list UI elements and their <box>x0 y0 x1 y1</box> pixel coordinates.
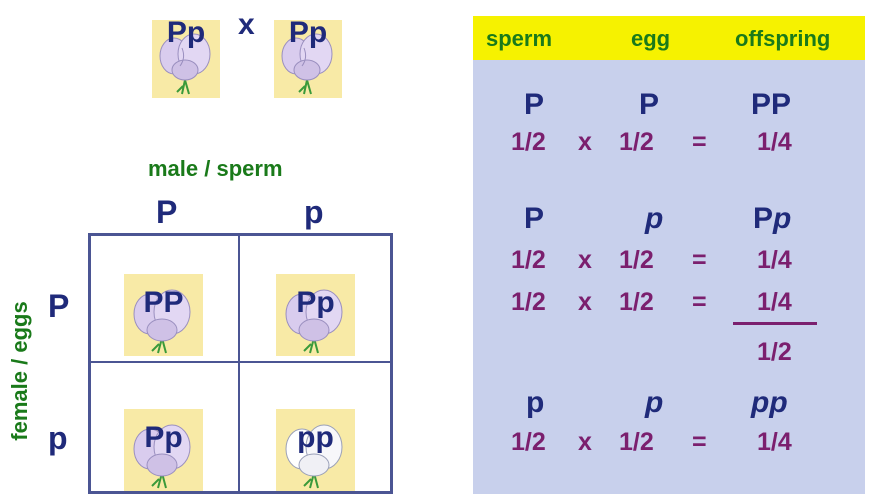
punnett-square <box>88 233 393 494</box>
g2-r1-b: 1/2 <box>619 246 654 274</box>
g3-r1-r: 1/4 <box>757 428 792 456</box>
g3-sperm: p <box>526 386 545 419</box>
header-sperm: sperm <box>486 26 553 51</box>
parent-genotype-left: Pp <box>166 20 206 49</box>
g3-r1-eq: = <box>692 428 707 456</box>
cell-genotype: Pp <box>144 421 183 454</box>
g2-r1-a: 1/2 <box>511 246 546 274</box>
g2-r2-op: x <box>578 288 592 316</box>
cell-pp: pp <box>276 409 355 491</box>
g2-offspring-b: p <box>773 202 792 235</box>
g1-offspring: PP <box>751 88 792 121</box>
cross-operator: x <box>238 8 255 41</box>
side-axis-title: female / eggs <box>7 301 32 441</box>
white-flower-icon <box>285 424 343 489</box>
g2-r1-r: 1/4 <box>757 246 792 274</box>
purple-flower-icon <box>133 289 191 354</box>
g1-r1-eq: = <box>692 128 707 156</box>
parent-genotype-right: Pp <box>288 20 328 49</box>
cell-genotype: Pp <box>296 286 335 319</box>
header-egg: egg <box>631 26 671 51</box>
g2-r2-b: 1/2 <box>619 288 654 316</box>
panel-header-bar <box>473 16 865 60</box>
grid-divider-horizontal <box>88 361 393 363</box>
g3-r1-a: 1/2 <box>511 428 546 456</box>
g2-egg: p <box>645 202 664 235</box>
g2-r2-r: 1/4 <box>757 288 792 316</box>
g2-sperm: P <box>524 202 545 235</box>
cell-genotype: PP <box>143 286 184 319</box>
row-header-2: p <box>48 420 68 456</box>
col-header-2: p <box>304 194 324 230</box>
col-header-1: P <box>156 194 178 230</box>
g2-r2-a: 1/2 <box>511 288 546 316</box>
row-header-1: P <box>48 288 70 324</box>
g3-r1-b: 1/2 <box>619 428 654 456</box>
parent-flower-right: Pp <box>274 20 342 98</box>
g3-egg: p <box>645 386 664 419</box>
cell-PP: PP <box>124 274 203 356</box>
g1-r1-op: x <box>578 128 592 156</box>
g2-sum: 1/2 <box>757 338 792 366</box>
g3-offspring: pp <box>751 386 788 419</box>
g2-r1-eq: = <box>692 246 707 274</box>
g1-r1-r: 1/4 <box>757 128 792 156</box>
sum-divider <box>733 322 817 325</box>
g1-r1-b: 1/2 <box>619 128 654 156</box>
header-offspring: offspring <box>735 26 831 51</box>
top-axis-title: male / sperm <box>148 156 283 181</box>
purple-flower-icon <box>159 33 211 95</box>
g1-r1-a: 1/2 <box>511 128 546 156</box>
g2-r2-eq: = <box>692 288 707 316</box>
g2-offspring-a: P <box>753 202 774 235</box>
cell-genotype: pp <box>297 421 334 454</box>
g2-r1-op: x <box>578 246 592 274</box>
purple-flower-icon <box>133 424 191 489</box>
grid-divider-vertical <box>238 233 240 494</box>
g1-sperm: P <box>524 88 545 121</box>
purple-flower-icon <box>281 33 333 95</box>
purple-flower-icon <box>285 289 343 354</box>
parent-flower-left: Pp <box>152 20 220 98</box>
g2-offspring: Pp <box>753 202 791 236</box>
probability-panel <box>473 16 865 494</box>
cell-Pp-top: Pp <box>276 274 355 356</box>
g1-egg: P <box>639 88 660 121</box>
g3-r1-op: x <box>578 428 592 456</box>
cell-Pp-bottom: Pp <box>124 409 203 491</box>
